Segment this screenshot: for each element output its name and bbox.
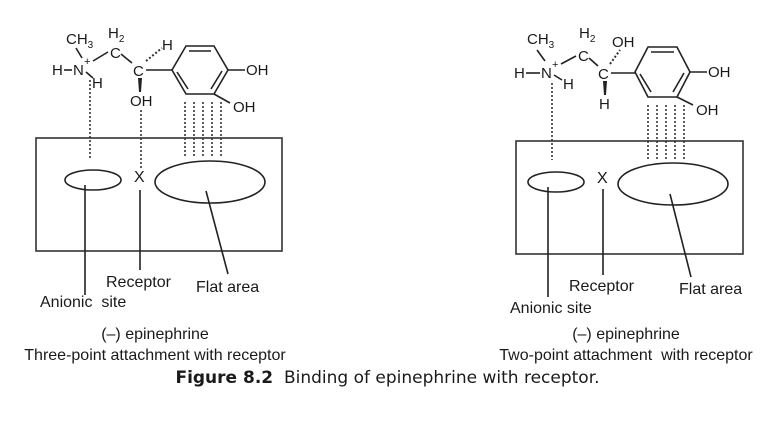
hashed-bond <box>609 49 621 65</box>
figure-title: Binding of epinephrine with receptor. <box>283 368 600 388</box>
chiral-carbon: C <box>598 66 609 83</box>
anionic-site-label: Anionic site <box>40 294 126 311</box>
figure-number: Figure 8.2 <box>175 368 274 388</box>
nitrogen-atom: N <box>541 65 552 82</box>
panel-three-point: CH3 H2 H N + H C C H OH <box>24 25 286 364</box>
amine-h-left: H <box>52 62 63 79</box>
positive-charge: + <box>552 59 558 71</box>
attachment-description: Two-point attachment with receptor <box>499 347 753 364</box>
methylene-carbon: C <box>578 48 589 65</box>
flat-area-pointer <box>205 190 229 275</box>
positive-charge: + <box>84 56 90 68</box>
wedge-bond <box>603 81 607 95</box>
bond-ch3-n <box>536 49 546 62</box>
figure-caption: Figure 8.2 Binding of epinephrine with r… <box>0 368 775 388</box>
compound-label: (–) epinephrine <box>572 326 680 343</box>
stereo-bottom-substituent: H <box>599 96 610 113</box>
methylene-h2: H2 <box>108 25 125 45</box>
hydroxyl-meta: OH <box>696 102 719 119</box>
epinephrine-molecule: CH3 H2 H N + H C C H OH <box>52 25 269 116</box>
epinephrine-molecule: CH3 H2 H N + H C C OH H OH <box>514 25 731 119</box>
stereo-bottom-substituent: OH <box>130 93 153 110</box>
flat-area <box>617 162 729 206</box>
nitrogen-atom: N <box>73 62 84 79</box>
hydroxyl-para: OH <box>708 64 731 81</box>
amine-h-right: H <box>563 76 574 93</box>
bond-c-c <box>588 57 599 67</box>
hydroxyl-para: OH <box>246 62 269 79</box>
wedge-bond <box>138 78 142 92</box>
anionic-site <box>64 169 122 191</box>
methyl-group: CH3 <box>66 31 94 51</box>
chiral-carbon: C <box>133 63 144 80</box>
bond-n-h <box>553 74 563 81</box>
bond-ch3-n <box>75 47 83 59</box>
flat-area <box>154 160 266 204</box>
flat-area-label: Flat area <box>679 281 742 298</box>
anionic-site-label: Anionic site <box>510 300 592 317</box>
compound-label: (–) epinephrine <box>101 326 209 343</box>
hydroxyl-meta: OH <box>233 99 256 116</box>
anionic-site <box>527 171 585 193</box>
receptor-label: Receptor <box>106 274 172 291</box>
bond-n-c <box>560 55 577 65</box>
benzene-ring <box>171 45 229 95</box>
hashed-bond <box>145 47 163 62</box>
amine-h-right: H <box>92 75 103 92</box>
van-der-waals-lines <box>647 105 685 160</box>
methylene-carbon: C <box>110 45 121 62</box>
flat-area-pointer <box>669 193 692 278</box>
van-der-waals-lines <box>184 102 222 157</box>
methylene-h2: H2 <box>579 25 596 45</box>
stereo-top-substituent: H <box>162 37 173 54</box>
receptor-surface <box>35 137 283 252</box>
bond-n-h <box>85 71 94 79</box>
panel-two-point: CH3 H2 H N + H C C OH H OH <box>499 25 753 364</box>
hydrogen-bond-site-marker: X <box>597 170 608 187</box>
flat-area-label: Flat area <box>196 279 259 296</box>
bond-n-c <box>92 51 109 62</box>
bond-ring-oh-meta <box>213 93 231 104</box>
receptor-label: Receptor <box>569 278 635 295</box>
receptor-surface <box>515 140 744 255</box>
bond-ring-oh-meta <box>676 96 694 106</box>
bond-c-c <box>120 53 133 64</box>
amine-h-left: H <box>514 65 525 82</box>
methyl-group: CH3 <box>527 31 555 51</box>
stereo-top-substituent: OH <box>612 34 635 51</box>
hydrogen-bond-site-marker: X <box>134 169 145 186</box>
benzene-ring <box>634 46 691 98</box>
attachment-description: Three-point attachment with receptor <box>24 347 286 364</box>
